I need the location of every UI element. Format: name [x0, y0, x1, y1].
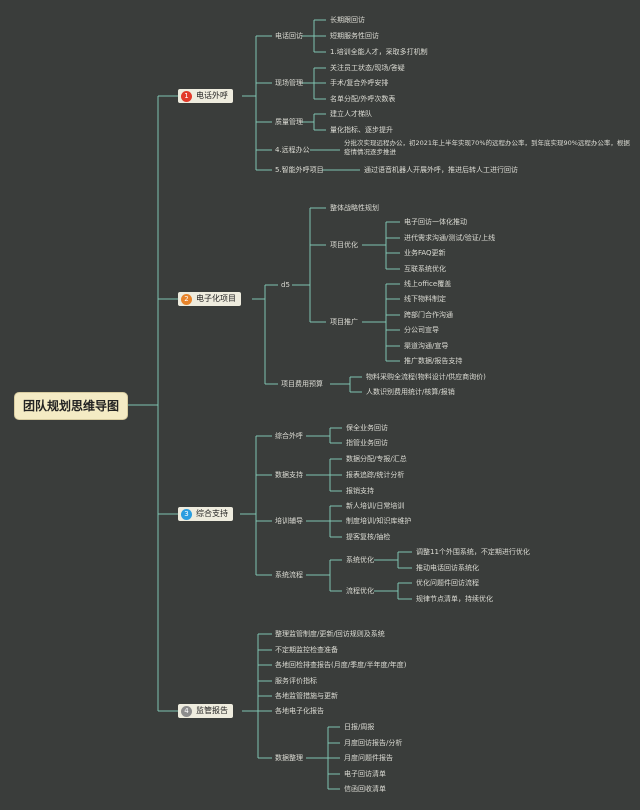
- leaf-node[interactable]: 优化问题件回访流程: [416, 579, 479, 587]
- node-system-optimization[interactable]: 系统优化: [346, 556, 374, 564]
- branch-label: 监管报告: [196, 706, 228, 715]
- leaf-node[interactable]: 报销支持: [346, 487, 374, 495]
- node-service-metrics[interactable]: 服务评价指标: [275, 677, 317, 685]
- branch-number-badge: 2: [181, 293, 192, 305]
- leaf-node[interactable]: 电子回访清单: [344, 770, 386, 778]
- leaf-node[interactable]: 线下物料制定: [404, 295, 446, 303]
- leaf-node[interactable]: 跨部门合作沟通: [404, 311, 453, 319]
- leaf-node[interactable]: 规律节点清单，持续优化: [416, 595, 493, 603]
- leaf-node[interactable]: 渠道沟通/宣导: [404, 342, 449, 350]
- node-regional-measures[interactable]: 各地监管措施与更新: [275, 692, 338, 700]
- node-regulation-update[interactable]: 整理监管制度/更新/回访规则及系统: [275, 630, 385, 638]
- node-regional-reports[interactable]: 各地回检排查报告(月度/季度/半年度/年度): [275, 661, 407, 669]
- node-quality-management[interactable]: 质量管理: [275, 118, 303, 126]
- leaf-node[interactable]: 关注员工状态/现场/答疑: [330, 64, 405, 72]
- node-system-process[interactable]: 系统流程: [275, 571, 303, 579]
- leaf-node[interactable]: 保全业务回访: [346, 424, 388, 432]
- leaf-node[interactable]: 指管业务回访: [346, 439, 388, 447]
- leaf-node[interactable]: 推动电话回访系统化: [416, 564, 479, 572]
- branch-label: 电子化项目: [196, 294, 236, 303]
- node-general-outbound[interactable]: 综合外呼: [275, 432, 303, 440]
- leaf-node[interactable]: 线上office覆盖: [404, 280, 452, 288]
- branch-number-badge: 1: [181, 90, 192, 102]
- node-smart-outbound[interactable]: 5.智能外呼项目: [275, 166, 324, 174]
- leaf-node[interactable]: 新人培训/日常培训: [346, 502, 405, 510]
- leaf-node[interactable]: 提客复核/抽检: [346, 533, 391, 541]
- leaf-node[interactable]: 长期跟回访: [330, 16, 365, 24]
- leaf-node[interactable]: 调整11个外围系统，不定期进行优化: [416, 548, 530, 556]
- leaf-node[interactable]: 业务FAQ更新: [404, 249, 446, 257]
- leaf-node[interactable]: 月度回访报告/分析: [344, 739, 403, 747]
- branch-digitization-project[interactable]: 2 电子化项目: [178, 292, 241, 306]
- leaf-node[interactable]: 物料采购全流程(物料设计/供应商询价): [366, 373, 486, 381]
- node-inspection-prep[interactable]: 不定期监控检查准备: [275, 646, 338, 654]
- leaf-node[interactable]: 通过语音机器人开展外呼，推进后转人工进行回访: [364, 166, 518, 174]
- node-remote-office[interactable]: 4.远程办公: [275, 146, 310, 154]
- leaf-node[interactable]: 报表追踪/统计分析: [346, 471, 405, 479]
- branch-phone-outbound[interactable]: 1 电话外呼: [178, 89, 233, 103]
- leaf-node[interactable]: 进代需求沟通/测试/验证/上线: [404, 234, 496, 242]
- leaf-node[interactable]: 短期服务性回访: [330, 32, 379, 40]
- leaf-node[interactable]: 建立人才梯队: [330, 110, 372, 118]
- leaf-node[interactable]: 人数识别费用统计/核算/报销: [366, 388, 455, 396]
- leaf-node[interactable]: 数据分配/专报/汇总: [346, 455, 407, 463]
- leaf-node[interactable]: 日报/周报: [344, 723, 375, 731]
- leaf-node[interactable]: 信函回收清单: [344, 785, 386, 793]
- leaf-node[interactable]: 名单分配/外呼次数表: [330, 95, 396, 103]
- node-strategic-plan[interactable]: 整体战略性规划: [330, 204, 379, 212]
- leaf-node[interactable]: 互联系统优化: [404, 265, 446, 273]
- node-regional-digital-report[interactable]: 各地电子化报告: [275, 707, 324, 715]
- branch-regulatory-report[interactable]: 4 监管报告: [178, 704, 233, 718]
- node-project-budget[interactable]: 项目费用预算: [281, 380, 323, 388]
- node-project-optimization[interactable]: 项目优化: [330, 241, 358, 249]
- node-onsite-management[interactable]: 现场管理: [275, 79, 303, 87]
- node-data-organization[interactable]: 数据整理: [275, 754, 303, 762]
- node-data-support[interactable]: 数据支持: [275, 471, 303, 479]
- leaf-node[interactable]: 手术/复合外呼安排: [330, 79, 389, 87]
- root-node[interactable]: 团队规划思维导图: [14, 392, 128, 420]
- node-process-optimization[interactable]: 流程优化: [346, 587, 374, 595]
- node-project-promotion[interactable]: 项目推广: [330, 318, 358, 326]
- branch-label: 综合支持: [196, 509, 228, 518]
- node-training-coaching[interactable]: 培训辅导: [275, 517, 303, 525]
- leaf-node[interactable]: 月度问题件报告: [344, 754, 393, 762]
- branch-number-badge: 4: [181, 705, 192, 717]
- branch-general-support[interactable]: 3 综合支持: [178, 507, 233, 521]
- leaf-node[interactable]: 分批次实现远程办公，初2021年上半年实现70%的远程办公率，到年底实现90%远…: [344, 139, 630, 156]
- node-d5[interactable]: d5: [281, 281, 290, 289]
- leaf-node[interactable]: 制度培训/知识库维护: [346, 517, 412, 525]
- leaf-node[interactable]: 电子回访一体化推动: [404, 218, 467, 226]
- leaf-node[interactable]: 推广数据/报告支持: [404, 357, 463, 365]
- node-phone-callback[interactable]: 电话回访: [275, 32, 303, 40]
- leaf-node[interactable]: 量化指标、逐步提升: [330, 126, 393, 134]
- branch-label: 电话外呼: [196, 91, 228, 100]
- leaf-node[interactable]: 分公司宣导: [404, 326, 439, 334]
- leaf-node[interactable]: 1.培训全能人才，采取多打机制: [330, 48, 428, 56]
- branch-number-badge: 3: [181, 508, 192, 520]
